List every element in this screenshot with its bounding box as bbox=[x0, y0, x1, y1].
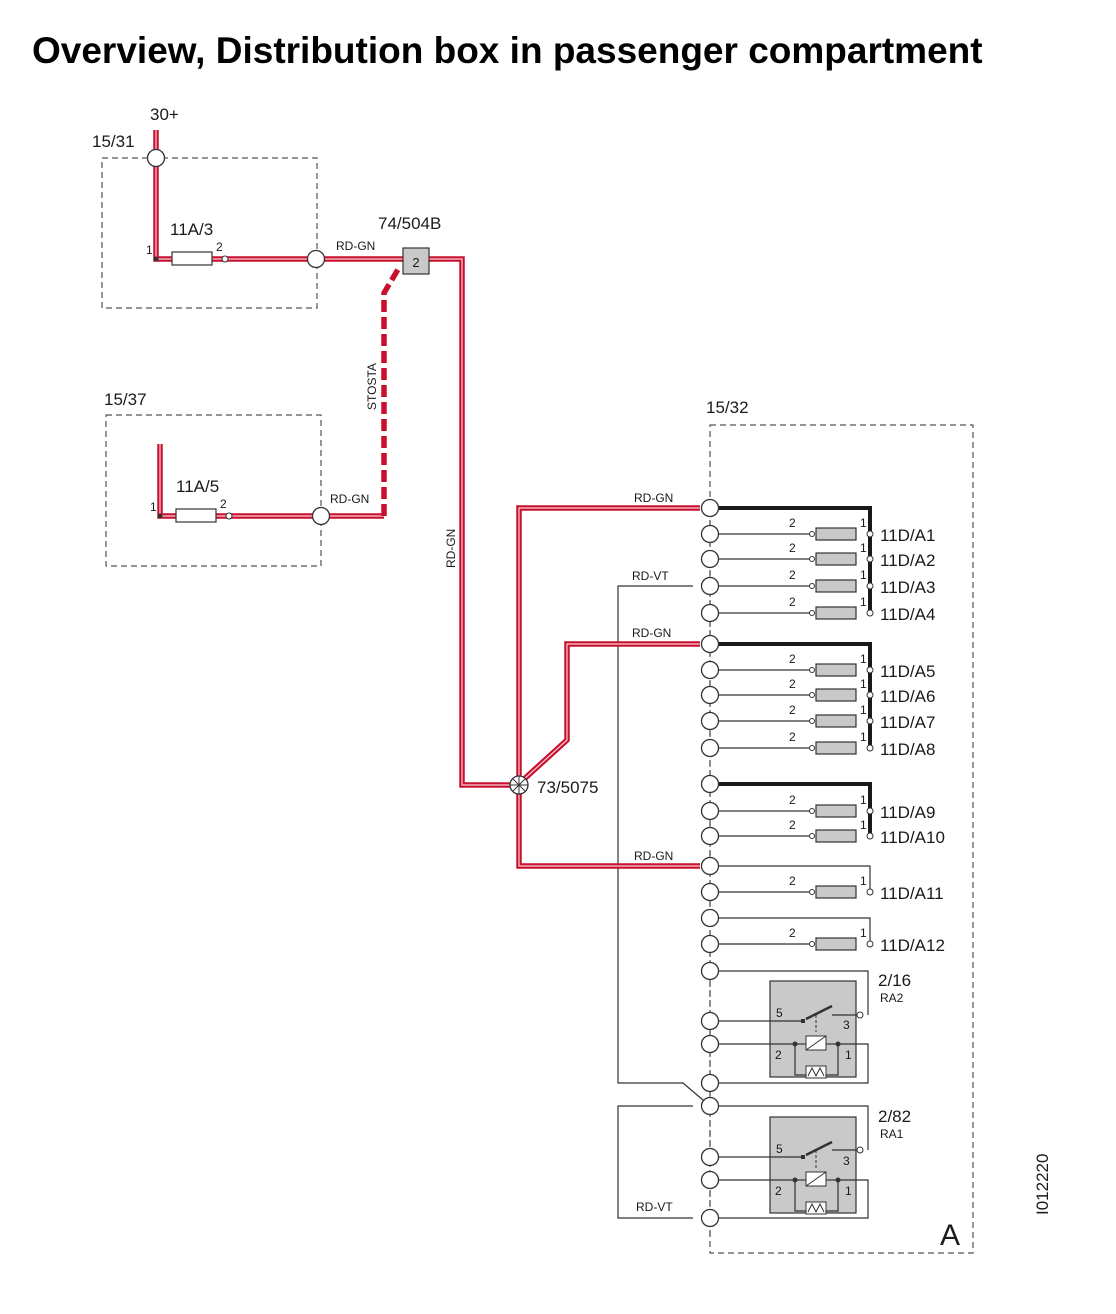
box-letter: A bbox=[940, 1219, 960, 1252]
svg-text:11D/A12: 11D/A12 bbox=[880, 936, 945, 955]
relay-name-ra1: RA1 bbox=[880, 1127, 904, 1141]
fuse-label-11a5: 11A/5 bbox=[176, 477, 219, 496]
svg-text:11D/A1: 11D/A1 bbox=[880, 526, 935, 545]
box-15-32 bbox=[709, 424, 974, 1254]
fuse-bus-bars bbox=[719, 506, 872, 836]
relay-name-ra2: RA2 bbox=[880, 991, 904, 1005]
svg-text:2: 2 bbox=[789, 818, 796, 832]
svg-text:11D/A6: 11D/A6 bbox=[880, 687, 935, 706]
svg-text:1: 1 bbox=[845, 1184, 852, 1198]
svg-text:11D/A2: 11D/A2 bbox=[880, 551, 935, 570]
fuse-label-11a3: 11A/3 bbox=[170, 220, 213, 239]
distribution-fuses bbox=[809, 527, 874, 951]
wire-label: RD-GN bbox=[336, 239, 375, 253]
fuse-11a5 bbox=[175, 508, 217, 523]
svg-text:2: 2 bbox=[789, 703, 796, 717]
svg-text:1: 1 bbox=[860, 595, 867, 609]
fuse-11a3 bbox=[171, 251, 213, 266]
pin-label: 1 bbox=[146, 243, 153, 257]
svg-text:2: 2 bbox=[789, 541, 796, 555]
svg-text:11D/A4: 11D/A4 bbox=[880, 605, 935, 624]
svg-text:11D/A11: 11D/A11 bbox=[880, 884, 944, 903]
pin-label: 2 bbox=[220, 497, 227, 511]
svg-text:5: 5 bbox=[776, 1006, 783, 1020]
wire-label: RD-GN bbox=[634, 491, 673, 505]
box-15-37 bbox=[105, 414, 322, 567]
distribution-terminals bbox=[700, 498, 720, 1228]
svg-text:2: 2 bbox=[789, 568, 796, 582]
wire-label: RD-GN bbox=[634, 849, 673, 863]
connector-label-74-504b: 74/504B bbox=[378, 214, 441, 233]
svg-text:2: 2 bbox=[789, 730, 796, 744]
svg-text:11D/A9: 11D/A9 bbox=[880, 803, 935, 822]
svg-text:1: 1 bbox=[860, 677, 867, 691]
svg-text:1: 1 bbox=[845, 1048, 852, 1062]
svg-text:1: 1 bbox=[860, 874, 867, 888]
box-label-15-37: 15/37 bbox=[104, 390, 147, 409]
svg-text:2: 2 bbox=[789, 677, 796, 691]
supply-label: 30+ bbox=[150, 105, 179, 124]
svg-text:2: 2 bbox=[789, 874, 796, 888]
box-15-31 bbox=[101, 157, 318, 309]
svg-text:2: 2 bbox=[775, 1048, 782, 1062]
distribution-fuse-pin-labels: 2 1 2 1 2 1 2 1 2 1 2 1 2 1 2 1 2 1 2 1 2 1 2 1 bbox=[789, 516, 867, 940]
terminal bbox=[311, 506, 331, 526]
relay-ra2 bbox=[769, 980, 864, 1079]
relay-ref-2-16: 2/16 bbox=[878, 971, 911, 990]
svg-text:1: 1 bbox=[860, 793, 867, 807]
connector-pin-label: 2 bbox=[412, 255, 419, 270]
pin-label: 1 bbox=[150, 500, 157, 514]
splice-label: 73/5075 bbox=[537, 778, 598, 797]
svg-text:1: 1 bbox=[860, 926, 867, 940]
svg-text:5: 5 bbox=[776, 1142, 783, 1156]
svg-text:11D/A3: 11D/A3 bbox=[880, 578, 935, 597]
splice-73-5075 bbox=[509, 775, 529, 795]
wire-label-stosta: STOSTA bbox=[365, 363, 379, 410]
wire-label: RD-GN bbox=[632, 626, 671, 640]
figure-id: I012220 bbox=[1033, 1154, 1052, 1215]
svg-text:11D/A7: 11D/A7 bbox=[880, 713, 935, 732]
connector-74-504b bbox=[402, 247, 430, 275]
svg-text:1: 1 bbox=[860, 541, 867, 555]
wire-label: RD-VT bbox=[636, 1200, 673, 1214]
terminal bbox=[306, 249, 326, 269]
svg-text:1: 1 bbox=[860, 652, 867, 666]
svg-text:11D/A5: 11D/A5 bbox=[880, 662, 935, 681]
svg-text:2: 2 bbox=[789, 793, 796, 807]
wire-label: RD-GN bbox=[444, 529, 458, 568]
stosta-wire bbox=[381, 264, 403, 516]
wire-label: RD-VT bbox=[632, 569, 669, 583]
relay-ref-2-82: 2/82 bbox=[878, 1107, 911, 1126]
svg-text:2: 2 bbox=[775, 1184, 782, 1198]
svg-text:1: 1 bbox=[860, 568, 867, 582]
svg-text:2: 2 bbox=[789, 926, 796, 940]
svg-text:1: 1 bbox=[860, 516, 867, 530]
svg-text:2: 2 bbox=[789, 595, 796, 609]
pin-label: 2 bbox=[216, 240, 223, 254]
svg-text:2: 2 bbox=[789, 652, 796, 666]
svg-text:1: 1 bbox=[860, 730, 867, 744]
relay-pin-labels: 5 3 2 1 5 3 2 1 bbox=[775, 1006, 852, 1198]
svg-text:11D/A8: 11D/A8 bbox=[880, 740, 935, 759]
box-label-15-32: 15/32 bbox=[706, 398, 749, 417]
terminal bbox=[146, 148, 166, 168]
box-label-15-31: 15/31 bbox=[92, 132, 135, 151]
svg-text:3: 3 bbox=[843, 1018, 850, 1032]
page-title: Overview, Distribution box in passenger … bbox=[32, 30, 983, 71]
wire-label: RD-GN bbox=[330, 492, 369, 506]
svg-text:11D/A10: 11D/A10 bbox=[880, 828, 945, 847]
svg-text:1: 1 bbox=[860, 703, 867, 717]
svg-text:2: 2 bbox=[789, 516, 796, 530]
distribution-fuse-labels: 11D/A1 11D/A2 11D/A3 11D/A4 11D/A5 11D/A… bbox=[880, 526, 945, 955]
relay-ra1 bbox=[769, 1116, 864, 1215]
red-wires bbox=[153, 130, 700, 869]
svg-text:3: 3 bbox=[843, 1154, 850, 1168]
svg-text:1: 1 bbox=[860, 818, 867, 832]
